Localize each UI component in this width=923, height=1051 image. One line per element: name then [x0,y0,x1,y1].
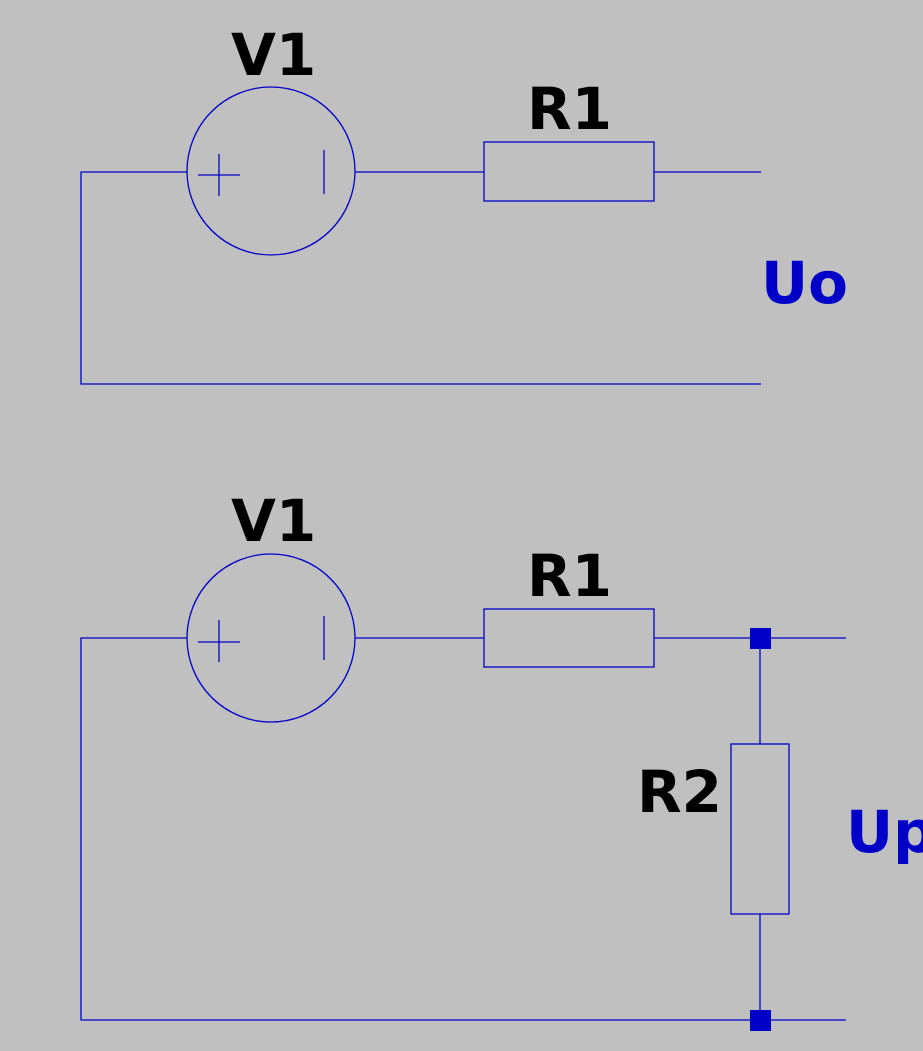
circuit-2-junction-top [750,628,771,649]
circuit-2-r1-label: R1 [527,542,613,610]
circuit-2-v1-label: V1 [231,487,317,555]
circuit-2-r2-label: R2 [637,758,723,826]
circuit-2-source-v1[interactable] [186,553,356,723]
circuit-2-junction-bottom [750,1010,771,1031]
circuit-2-output-label: Up [846,798,923,866]
circuit-1-source-v1[interactable] [186,86,356,256]
circuit-2-resistor-r2[interactable] [730,743,790,915]
circuit-1-resistor-r1[interactable] [483,141,655,202]
circuit-2 [80,553,846,1031]
circuit-1 [80,86,761,385]
circuit-1-output-label: Uo [761,249,848,317]
circuit-1-wires [80,171,761,385]
circuit-2-resistor-r1[interactable] [483,608,655,668]
circuit-1-v1-label: V1 [231,21,317,89]
circuit-1-r1-label: R1 [527,75,613,143]
circuit-2-wires [80,637,846,1021]
